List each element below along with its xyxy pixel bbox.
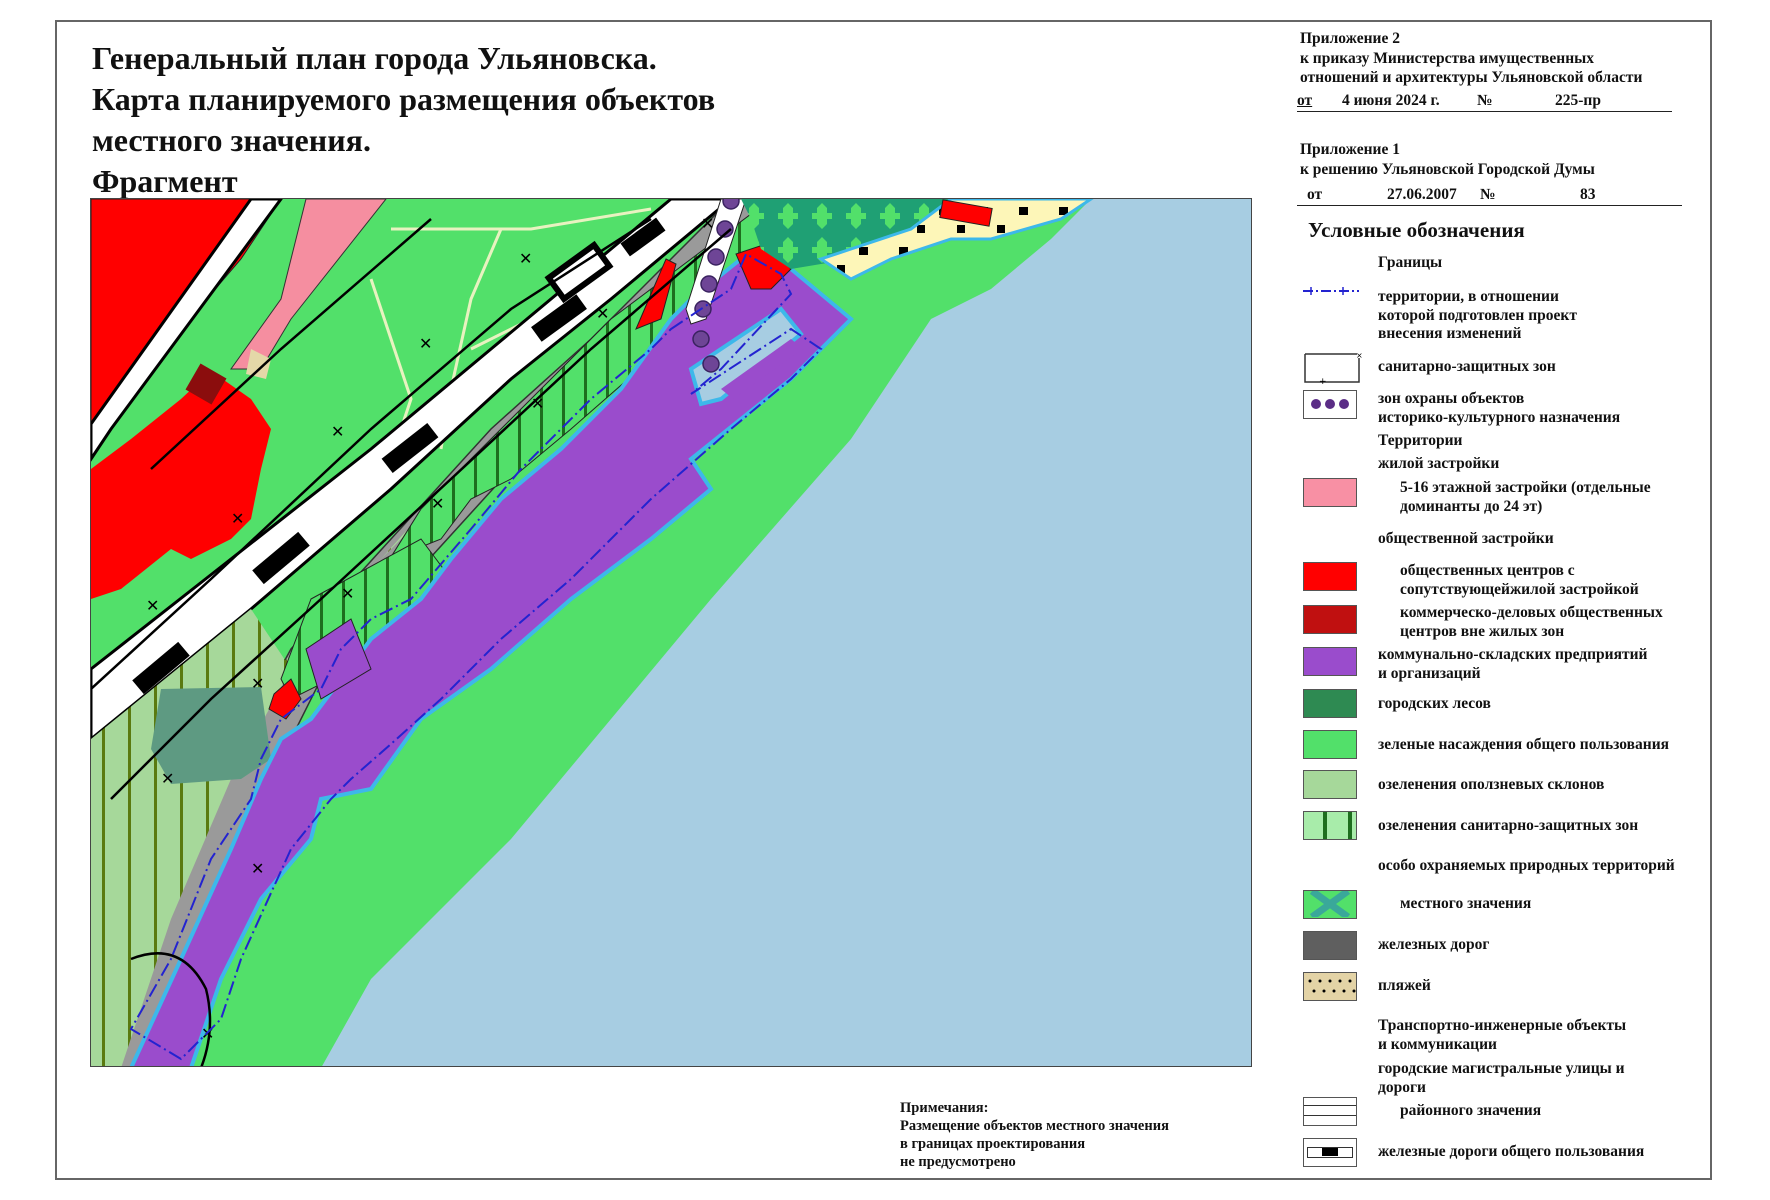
appendix-1-heading: Приложение 1 <box>1300 141 1400 158</box>
svg-text:×: × <box>1356 351 1363 360</box>
legend-item-landslide-green: озеленения оползневых склонов <box>1378 776 1605 793</box>
appendix-1-from-label: от <box>1307 186 1323 203</box>
district-road-double-line-icon <box>1303 1097 1357 1126</box>
appendix-2-line-1: к приказу Министерства имущественных <box>1300 49 1595 67</box>
swatch-city-forests <box>1303 689 1357 718</box>
notes-line-1: Размещение объектов местного значения <box>900 1118 1169 1134</box>
legend-title: Условные обозначения <box>1308 218 1525 242</box>
legend-item-protected-local: местного значения <box>1400 895 1532 912</box>
svg-text:✕: ✕ <box>251 674 264 693</box>
legend-item-railways: железных дорог <box>1378 936 1490 953</box>
legend-territories-heading: Территории <box>1378 432 1463 449</box>
swatch-landslide-green <box>1303 770 1357 799</box>
appendix-2-heading: Приложение 2 <box>1300 30 1400 47</box>
legend-item-project-boundary: территории, в отношении которой подготов… <box>1378 288 1577 342</box>
legend-item-public-centers: общественных центров с сопутствующейжило… <box>1400 562 1639 598</box>
protected-local-cross-icon <box>1303 890 1357 919</box>
swatch-sanitary-green <box>1303 811 1357 840</box>
public-railway-icon <box>1303 1138 1357 1167</box>
notes-heading: Примечания: <box>900 1100 989 1116</box>
map-canvas: ✕ ✕ ✕ ✕ ✕ ✕ ✕ ✕ ✕ ✕ ✕ ✕ ✕ ✕ <box>91 199 1094 1066</box>
appendix-2-number: 225-пр <box>1555 92 1601 109</box>
svg-text:✕: ✕ <box>251 859 264 878</box>
heritage-dots-icon <box>1303 390 1357 419</box>
appendix-2-line-2: отношений и архитектуры Ульяновской обла… <box>1300 69 1643 86</box>
appendix-1-date: 27.06.2007 <box>1387 186 1457 203</box>
svg-text:✕: ✕ <box>419 334 432 353</box>
appendix-1-number: 83 <box>1580 186 1596 203</box>
legend-item-beaches: пляжей <box>1378 977 1431 994</box>
svg-text:✕: ✕ <box>231 509 244 528</box>
svg-text:✕: ✕ <box>596 304 609 323</box>
notes-block: Примечания: Размещение объектов местного… <box>900 1099 1169 1171</box>
swatch-communal-warehouse <box>1303 647 1357 676</box>
legend-item-heritage-zone: зон охраны объектов историко-культурного… <box>1378 390 1621 426</box>
legend-residential-heading: жилой застройки <box>1378 455 1500 472</box>
title-line-3: местного значения. <box>92 122 371 158</box>
appendix-2-date-line: от 4 июня 2024 г. № 225-пр <box>1297 92 1672 112</box>
notes-line-3: не предусмотрено <box>900 1154 1016 1170</box>
legend-item-sanitary-green: озеленения санитарно-защитных зон <box>1378 817 1639 834</box>
svg-text:+: + <box>1319 377 1327 384</box>
svg-text:✕: ✕ <box>161 769 174 788</box>
svg-text:✕: ✕ <box>331 422 344 441</box>
swatch-public-green <box>1303 730 1357 759</box>
title-line-2: Карта планируемого размещения объектов <box>92 81 716 117</box>
svg-text:✕: ✕ <box>341 584 354 603</box>
sheet-frame <box>55 20 1712 1180</box>
legend-public-heading: общественной застройки <box>1378 530 1554 547</box>
appendix-2-from-label: от <box>1297 92 1313 109</box>
legend-item-public-railways: железные дороги общего пользования <box>1378 1143 1645 1160</box>
svg-text:✕: ✕ <box>431 494 444 513</box>
notes-line-2: в границах проектирования <box>900 1136 1086 1152</box>
blue-dash-dot-line-icon <box>1303 287 1359 295</box>
legend-item-city-forests: городских лесов <box>1378 695 1491 712</box>
appendix-1-number-label: № <box>1480 186 1496 203</box>
legend-transport-heading: Транспортно-инженерные объекты и коммуни… <box>1378 1017 1627 1053</box>
swatch-residential <box>1303 478 1357 507</box>
sanitary-zone-boundary-icon: × + <box>1304 351 1363 384</box>
appendix-1-line-1: к решению Ульяновской Городской Думы <box>1300 160 1595 178</box>
map-fragment[interactable]: ✕ ✕ ✕ ✕ ✕ ✕ ✕ ✕ ✕ ✕ ✕ ✕ ✕ ✕ <box>90 198 1252 1067</box>
legend-item-district-roads: районного значения <box>1400 1102 1542 1119</box>
legend-main-streets-heading: городские магистральные улицы и дороги <box>1378 1060 1625 1096</box>
legend-item-sanitary-zone: санитарно-защитных зон <box>1378 358 1556 375</box>
title-line-1: Генеральный план города Ульяновска. <box>92 40 657 76</box>
svg-text:✕: ✕ <box>531 394 544 413</box>
swatch-railways <box>1303 931 1357 960</box>
legend-protected-heading: особо охраняемых природных территорий <box>1378 857 1675 874</box>
title-line-4: Фрагмент <box>92 163 238 199</box>
legend-item-public-green: зеленые насаждения общего пользования <box>1378 736 1670 753</box>
appendix-2-date: 4 июня 2024 г. <box>1342 92 1440 109</box>
legend-item-residential-5-16: 5-16 этажной застройки (отдельные домина… <box>1400 479 1651 515</box>
svg-text:✕: ✕ <box>146 596 159 615</box>
appendix-2: Приложение 2 к приказу Министерства имущ… <box>1300 29 1642 88</box>
beach-dots-icon <box>1303 972 1357 1001</box>
legend-item-commercial-centers: коммерческо-деловых общественных центров… <box>1400 604 1663 640</box>
appendix-2-number-label: № <box>1477 92 1493 109</box>
legend-item-communal-warehouse: коммунально-складских предприятий и орга… <box>1378 646 1648 682</box>
swatch-public-centers <box>1303 562 1357 591</box>
legend-boundaries-heading: Границы <box>1378 254 1443 271</box>
svg-text:✕: ✕ <box>701 214 714 233</box>
appendix-1: Приложение 1 к решению Ульяновской Город… <box>1300 140 1595 179</box>
map-title: Генеральный план города Ульяновска. Карт… <box>92 38 715 202</box>
appendix-1-date-line: от 27.06.2007 № 83 <box>1297 186 1682 206</box>
swatch-commercial-centers <box>1303 605 1357 634</box>
svg-text:✕: ✕ <box>519 249 532 268</box>
